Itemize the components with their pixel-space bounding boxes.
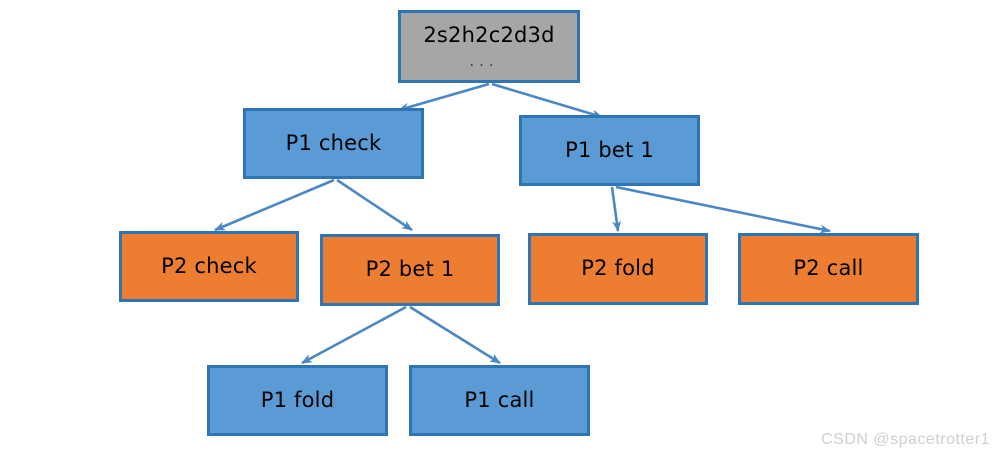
node-label: P1 fold: [260, 387, 335, 412]
edge-p1check-to-p2bet1: [336, 178, 413, 232]
node-p2check[interactable]: P2 check: [119, 231, 299, 302]
edge-root-to-p1check: [398, 82, 490, 112]
node-label: P1 bet 1: [565, 137, 654, 162]
node-label: P1 check: [285, 130, 382, 155]
edge-p1bet1-to-p2fold: [610, 186, 622, 232]
node-ellipsis: ...: [469, 51, 499, 70]
node-p2bet1[interactable]: P2 bet 1: [320, 234, 500, 306]
node-label: P2 call: [793, 256, 864, 281]
node-label: P2 fold: [581, 256, 655, 281]
node-p1bet1[interactable]: P1 bet 1: [519, 115, 700, 186]
node-p2call[interactable]: P2 call: [738, 233, 919, 305]
node-p1call[interactable]: P1 call: [409, 365, 590, 436]
edge-p1bet1-to-p2call: [615, 185, 831, 234]
edge-p2bet1-to-p1fold: [301, 305, 407, 365]
node-label: P2 bet 1: [365, 257, 455, 282]
watermark: CSDN @spacetrotter1: [821, 431, 990, 448]
node-p1check[interactable]: P1 check: [243, 108, 424, 179]
edge-p1check-to-p2check: [214, 178, 335, 232]
edge-p2bet1-to-p1call: [409, 305, 501, 365]
node-label: P2 check: [161, 253, 257, 278]
node-root[interactable]: 2s2h2c2d3d...: [398, 10, 580, 83]
node-label: 2s2h2c2d3d: [423, 22, 555, 47]
node-label: P1 call: [464, 387, 535, 412]
edge-root-to-p1bet1: [491, 82, 603, 119]
node-p2fold[interactable]: P2 fold: [528, 233, 708, 305]
node-p1fold[interactable]: P1 fold: [207, 365, 388, 436]
